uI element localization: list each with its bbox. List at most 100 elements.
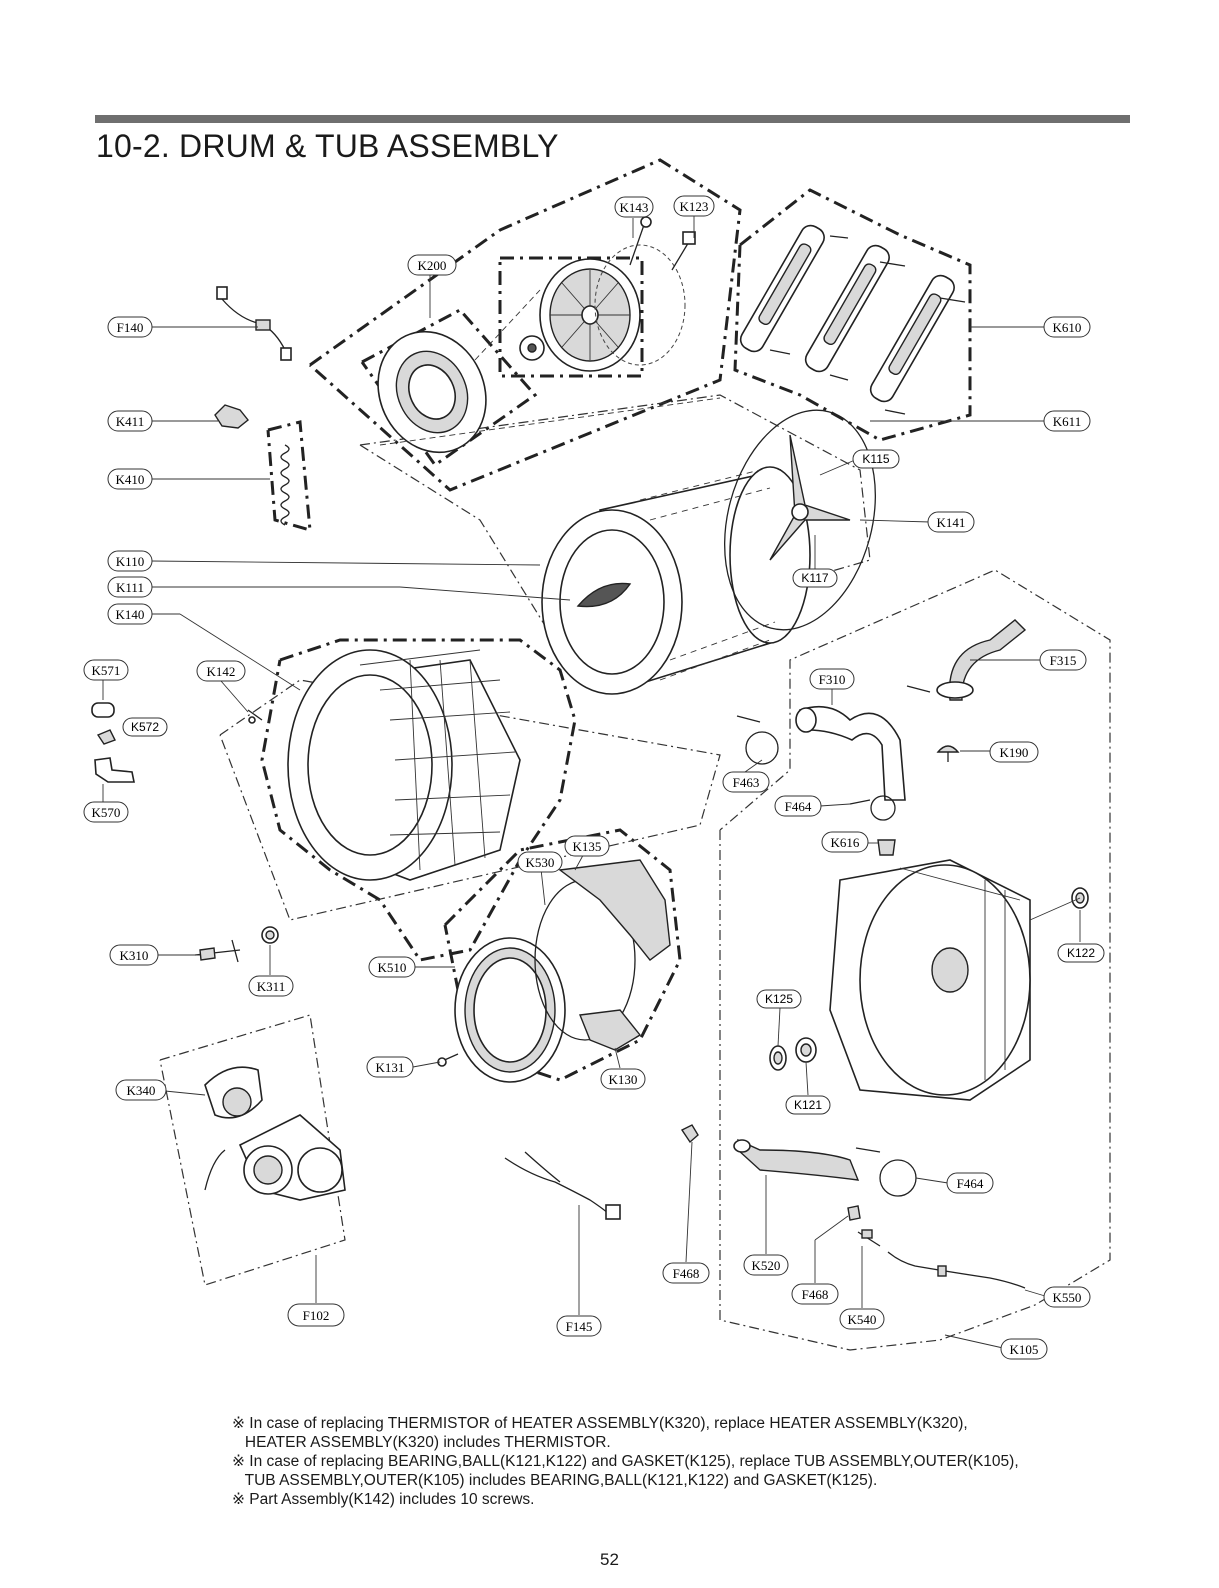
label-k143: K143 — [614, 196, 654, 218]
note-line: ※ In case of replacing BEARING,BALL(K121… — [232, 1453, 1019, 1470]
svg-text:K142: K142 — [207, 664, 236, 679]
label-k550: K550 — [1043, 1286, 1091, 1308]
f468-clip-part — [680, 1124, 861, 1221]
svg-text:K530: K530 — [526, 855, 555, 870]
svg-text:K140: K140 — [116, 607, 145, 622]
svg-text:F102: F102 — [303, 1308, 330, 1323]
k125-gasket-part — [769, 1045, 787, 1071]
svg-text:K611: K611 — [1053, 414, 1081, 429]
svg-text:F315: F315 — [1050, 653, 1077, 668]
label-k520: K520 — [743, 1254, 789, 1276]
k340-pump-part — [204, 1066, 346, 1201]
motor-bolts — [629, 216, 696, 271]
svg-text:F464: F464 — [957, 1176, 984, 1191]
label-f468a: F468 — [662, 1262, 710, 1284]
svg-text:K143: K143 — [620, 200, 649, 215]
f140-harness-part — [216, 286, 292, 361]
label-k410: K410 — [107, 468, 153, 490]
k540-part — [857, 1229, 881, 1247]
label-f145: F145 — [556, 1315, 602, 1337]
motor-dash-guides — [379, 289, 721, 446]
svg-text:K340: K340 — [127, 1083, 156, 1098]
rear-tub-part — [829, 859, 1031, 1101]
k520-hose-part — [733, 1138, 860, 1181]
svg-text:K571: K571 — [92, 663, 121, 678]
svg-text:K130: K130 — [609, 1072, 638, 1087]
f145-harness-part — [504, 1151, 621, 1220]
label-k530: K530 — [517, 851, 563, 873]
hub-part — [519, 335, 545, 361]
svg-text:K141: K141 — [937, 515, 966, 530]
note-line: ※ Part Assembly(K142) includes 10 screws… — [232, 1491, 535, 1508]
k142-screw-part — [247, 709, 263, 724]
damper-group-outline — [733, 188, 972, 442]
k410-spring-part — [280, 444, 290, 526]
label-f463: F463 — [722, 771, 770, 793]
k530-k135-ring-part — [534, 859, 671, 1051]
f310-hose-part — [795, 705, 906, 801]
label-k125: K125 — [756, 989, 802, 1009]
label-k105: K105 — [1000, 1338, 1048, 1360]
label-k121: K121 — [785, 1095, 831, 1115]
label-k115: K115 — [852, 449, 900, 469]
label-k310: K310 — [109, 944, 159, 966]
label-k571: K571 — [83, 659, 129, 681]
label-f140: F140 — [107, 316, 153, 338]
k572-part — [96, 729, 116, 745]
k310-heater-part — [194, 939, 241, 963]
page-number: 52 — [600, 1550, 619, 1569]
label-k142: K142 — [196, 660, 246, 682]
note-line: TUB ASSEMBLY,OUTER(K105) includes BEARIN… — [232, 1472, 878, 1489]
f463-clamp-part — [736, 715, 779, 765]
label-k190: K190 — [989, 741, 1039, 763]
svg-text:F463: F463 — [733, 775, 760, 790]
label-k123: K123 — [673, 195, 715, 217]
label-f315: F315 — [1039, 649, 1087, 671]
k311-part — [261, 926, 279, 944]
part-labels: K143 K123 K200 F140 K610 K411 K611 K410 … — [83, 195, 1105, 1360]
drum-outline — [359, 394, 871, 651]
svg-text:F145: F145 — [566, 1319, 593, 1334]
svg-text:K616: K616 — [831, 835, 860, 850]
svg-text:K190: K190 — [1000, 745, 1029, 760]
label-f464b: F464 — [946, 1172, 994, 1194]
label-k131: K131 — [366, 1056, 414, 1078]
svg-text:K510: K510 — [378, 960, 407, 975]
label-k140: K140 — [107, 603, 153, 625]
svg-text:K550: K550 — [1053, 1290, 1082, 1305]
k510-gasket-part — [454, 937, 566, 1083]
k131-screw-part — [437, 1053, 459, 1067]
drum-part — [541, 466, 811, 695]
k411-clip-part — [214, 404, 249, 429]
svg-text:F140: F140 — [117, 320, 144, 335]
label-f468b: F468 — [791, 1283, 839, 1305]
label-k110: K110 — [107, 550, 153, 572]
svg-text:K310: K310 — [120, 948, 149, 963]
note-line: HEATER ASSEMBLY(K320) includes THERMISTO… — [232, 1434, 611, 1451]
svg-text:K105: K105 — [1010, 1342, 1039, 1357]
label-k311: K311 — [248, 975, 294, 997]
svg-text:K540: K540 — [848, 1312, 877, 1327]
label-k411: K411 — [107, 410, 153, 432]
rear-tub-outline — [719, 569, 1111, 1351]
label-f310: F310 — [809, 668, 855, 690]
header-rule — [95, 115, 1130, 123]
front-frame-outline — [219, 679, 721, 921]
front-tub-part — [287, 649, 521, 881]
label-k510: K510 — [368, 956, 416, 978]
f464-clamp-part-2 — [855, 1147, 917, 1197]
svg-text:K131: K131 — [376, 1060, 405, 1075]
page-title: 10-2. DRUM & TUB ASSEMBLY — [96, 128, 559, 164]
k571-part — [91, 702, 115, 718]
label-k570: K570 — [83, 801, 129, 823]
svg-text:K311: K311 — [257, 979, 285, 994]
svg-text:K610: K610 — [1053, 320, 1082, 335]
label-f102: F102 — [287, 1303, 345, 1327]
svg-text:K570: K570 — [92, 805, 121, 820]
svg-text:F468: F468 — [673, 1266, 700, 1281]
leader-lines — [102, 216, 1081, 1349]
svg-text:K572: K572 — [131, 720, 159, 734]
svg-text:K520: K520 — [752, 1258, 781, 1273]
svg-text:K123: K123 — [680, 199, 709, 214]
